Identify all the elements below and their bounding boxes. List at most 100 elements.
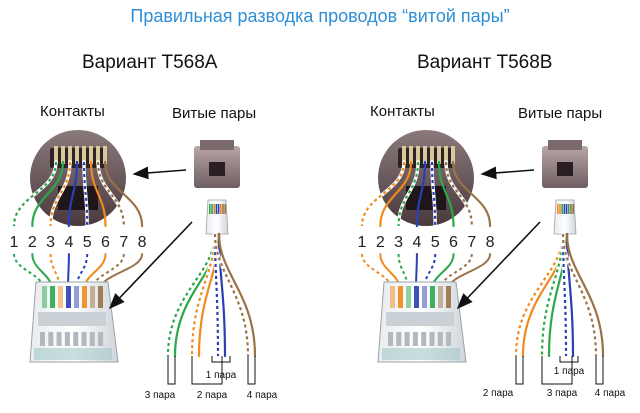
variant-a-pairs-label: Витые пары (172, 105, 257, 122)
variant-a-pin-number: 3 (46, 234, 55, 251)
variant-b-pair-4-bracket (595, 356, 604, 385)
variant-a-plug-contact (48, 332, 54, 346)
variant-b-pin-number: 3 (394, 234, 403, 251)
variant-a-fan-wire (12, 161, 58, 227)
variant-b-contact-pin (444, 146, 448, 164)
variant-a-plug-wire (82, 286, 87, 308)
variant-b-fan-wire (397, 161, 420, 227)
variant-b-fan-wire (360, 161, 406, 227)
variant-a-plug-contact (40, 332, 45, 346)
variant-b-plug-wire (422, 286, 427, 308)
variant-a-contact-pin (82, 146, 86, 164)
variant-a-small-plug-wire (224, 204, 226, 214)
variant-b-plug-wire (406, 286, 411, 308)
variant-a-contact-pin (89, 146, 93, 164)
variant-b-plug-contact (412, 332, 418, 346)
variant-b-pin-number: 7 (467, 234, 476, 251)
variant-a-plug-wire (58, 286, 63, 308)
variant-a-small-plug-wire (220, 204, 222, 214)
variant-a-pair-wire-p4-b (217, 232, 257, 358)
variant-b-pair-wire-p4-b (565, 232, 605, 358)
variant-b-pair-2-bracket (515, 356, 524, 385)
variant-a-small-plug-wire (209, 204, 211, 214)
variant-a-contacts-latch (58, 186, 98, 210)
variant-a-plug-contact (98, 332, 104, 346)
variant-b-pair-1-label: 1 пара (554, 366, 585, 377)
variant-b-plug-wire (438, 286, 443, 308)
variant-b-fan-wire (437, 160, 455, 228)
variant-b-pin-number: 2 (376, 234, 385, 251)
variant-a-entry-wire (13, 253, 45, 291)
variant-a-contact-pin (103, 146, 107, 164)
variant-b-plug-contact (388, 332, 393, 346)
variant-a-plug-contact (81, 332, 87, 346)
variant-a-pin-number: 5 (83, 234, 92, 251)
variant-b-pin-number: 4 (412, 234, 421, 251)
variant-b-contact-pin (423, 146, 427, 164)
variant-b-fan-wire (415, 160, 427, 228)
variant-a-fan-wire (31, 160, 65, 228)
variant-a-plug-contact (89, 332, 95, 346)
variant-b-contact-pin (416, 146, 420, 164)
variant-a-plug-contact (56, 332, 62, 346)
variant-a-fan-wire (96, 161, 125, 227)
variant-a-fan-wire (103, 160, 144, 228)
variant-a-pair-2-bracket (191, 356, 223, 385)
variant-b-contact-pin (430, 146, 434, 164)
variant-b-small-plug-wire (565, 204, 568, 214)
variant-b-contacts-latch (406, 186, 446, 210)
variant-b-small-plug-wire (563, 204, 566, 214)
variant-a-pair-1-bracket (211, 356, 231, 363)
variant-a-arrow-to-contacts (132, 166, 187, 180)
variant-a-pair-wire-p4-a (213, 233, 250, 357)
variant-a-plug-wire (74, 286, 79, 308)
variant-b-jack-top (548, 140, 582, 150)
variant-a-pin-number: 8 (138, 234, 147, 251)
variant-b-plug-contact (429, 332, 435, 346)
variant-a-pin-number: 4 (64, 234, 73, 251)
variant-b-pairs-label: Витые пары (518, 105, 603, 122)
variant-b-pin-number: 1 (358, 234, 367, 251)
variant-a-small-plug-wire (215, 204, 218, 214)
variant-a-pin-number: 7 (119, 234, 128, 251)
variant-a-plug-wire (98, 286, 103, 308)
variant-b-pair-4-label: 4 пара (595, 388, 626, 399)
variant-b-pair-3-bracket (541, 356, 573, 385)
variant-a-plug-wire (66, 286, 71, 308)
variant-b-contacts-circle (378, 130, 474, 226)
variant-b-pair-wire-p3-a-base (540, 232, 565, 358)
variant-b-plug-wire (414, 286, 419, 308)
variant-b-pair-2-label: 2 пара (483, 388, 514, 399)
variant-b-entry-wire (397, 253, 409, 291)
variant-a-plug-contact (64, 332, 70, 346)
variant-b-small-plug-wire (557, 204, 559, 214)
variant-a-fan-wire (82, 161, 89, 227)
variant-a-fan-wire (67, 160, 79, 228)
variant-b-contact-pin (451, 146, 455, 164)
variant-b-contacts-label: Контакты (370, 103, 435, 120)
variant-a-plug-contact (73, 332, 79, 346)
variant-a-small-plug-wire (222, 204, 224, 214)
variant-b-plug-wire (390, 286, 395, 308)
variant-b-pin-number: 8 (486, 234, 495, 251)
variant-b-plug-clamp (386, 312, 454, 326)
variant-b-pair-3-label: 3 пара (547, 388, 578, 399)
variant-a-pin-number: 1 (10, 234, 19, 251)
variant-a-pair-4-label: 4 пара (247, 390, 278, 401)
variant-b-plug-contact (421, 332, 427, 346)
variant-a-entry-wire (75, 253, 89, 291)
variant-a-contacts-circle (30, 130, 126, 226)
variant-a-contact-pin (96, 146, 100, 164)
variant-a-plug-wire (42, 286, 47, 308)
variant-b-plug-tip (382, 348, 460, 360)
variant-a-contact-pin (54, 146, 58, 164)
variant-a-pair-3-bracket (167, 356, 176, 385)
variant-b-entry-wire (439, 253, 473, 291)
variant-a-pair-3-label: 3 пара (145, 390, 176, 401)
variant-b-plug-contact (396, 332, 402, 346)
variant-a-entry-wire (49, 253, 61, 291)
variant-b-plug-contact (446, 332, 452, 346)
